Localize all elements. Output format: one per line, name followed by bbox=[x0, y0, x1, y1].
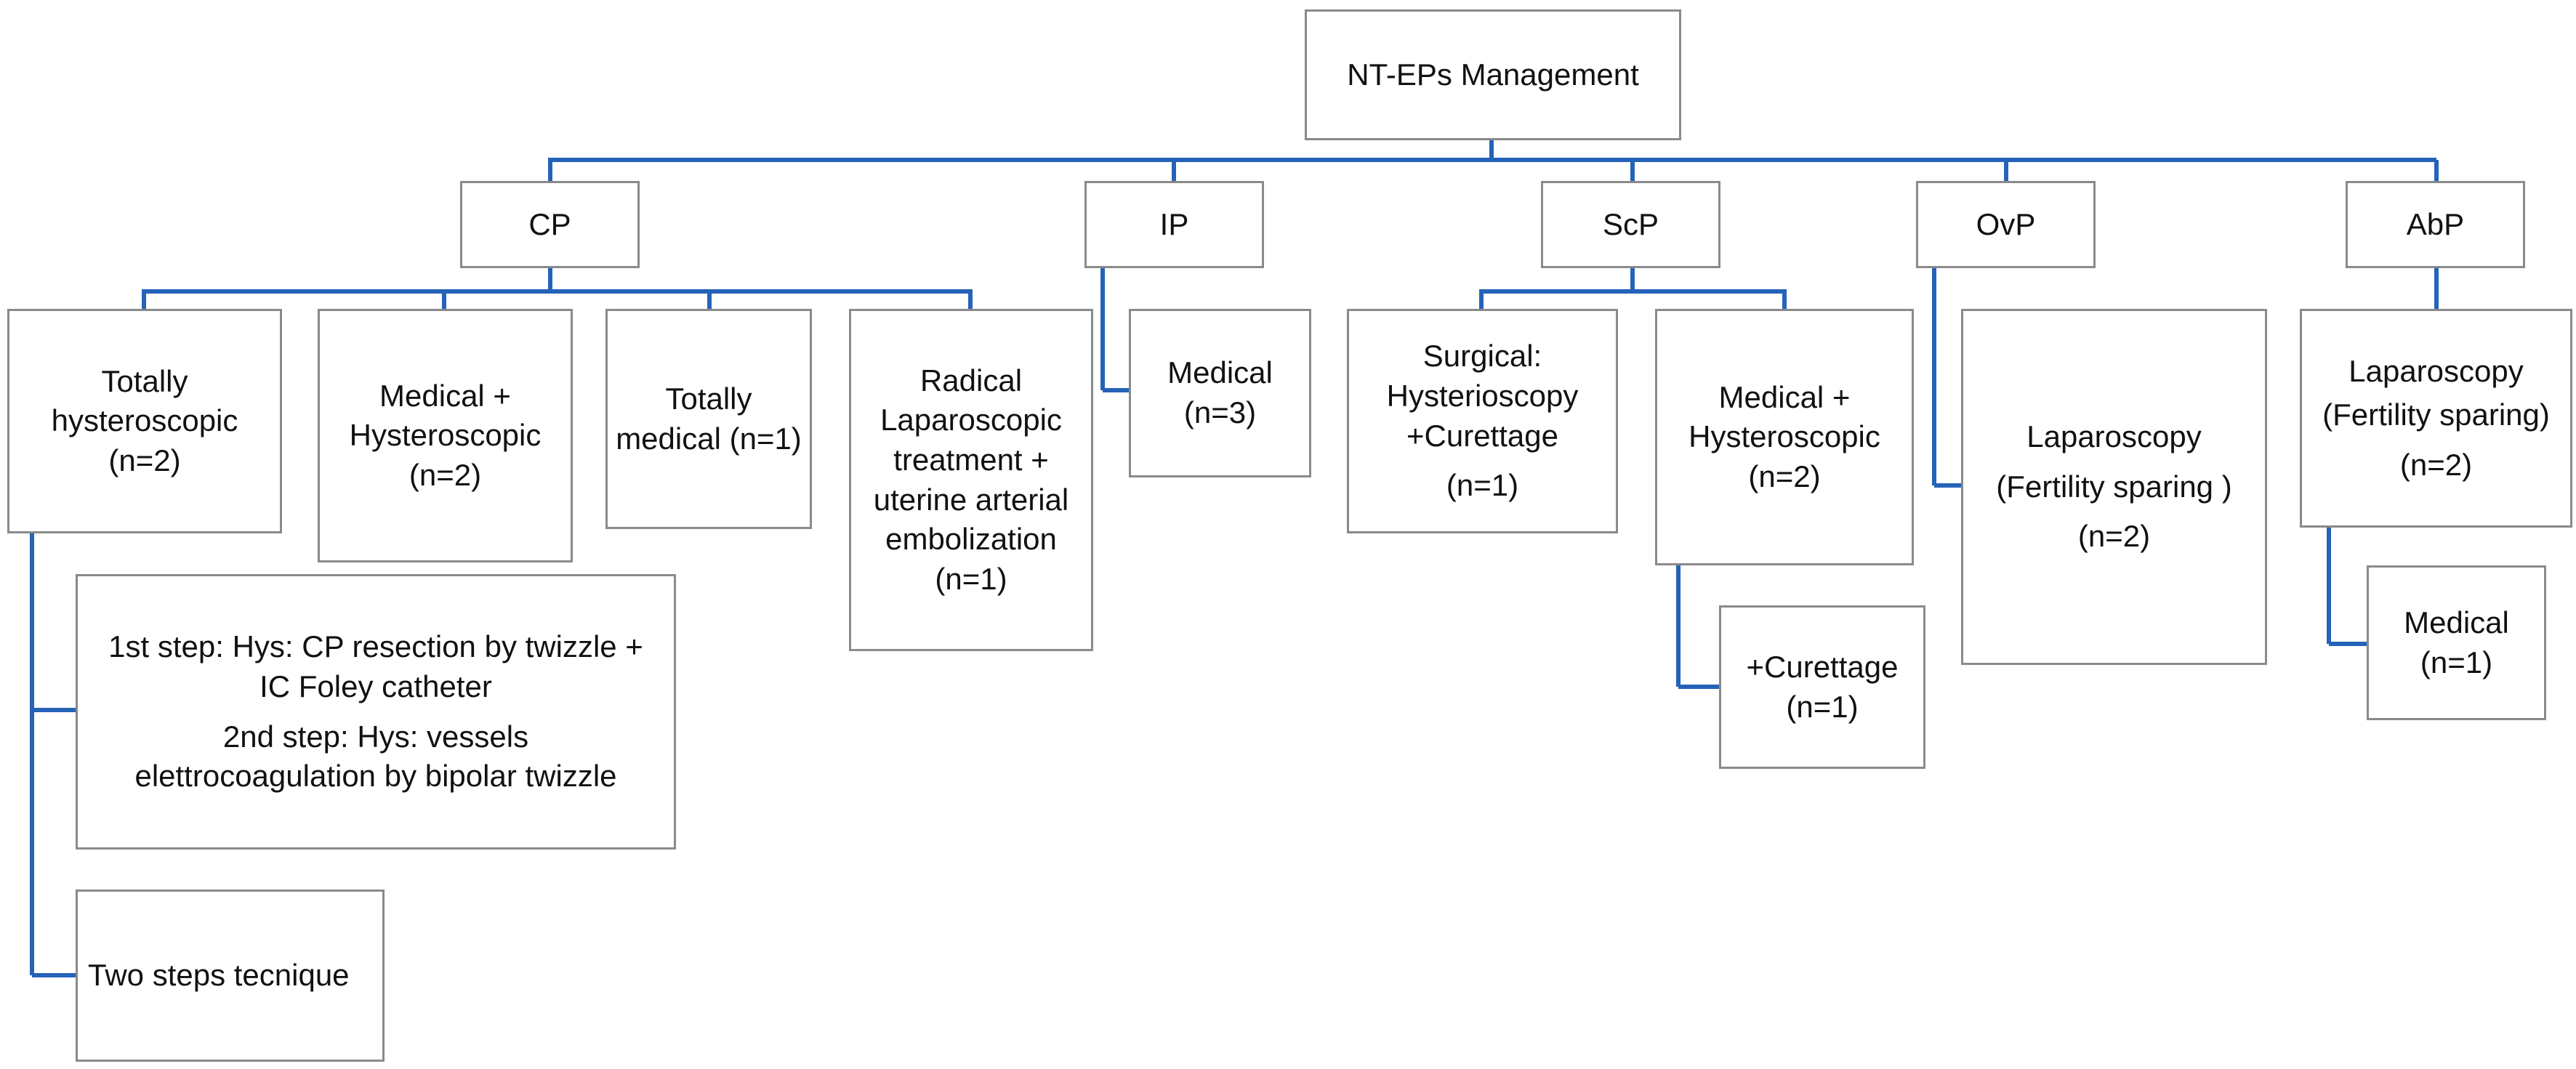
scp-surgical: Surgical: Hysterioscopy +Curettage (n=1) bbox=[1347, 309, 1618, 533]
treatment-line: treatment + bbox=[893, 442, 1049, 477]
treatment-line: hysteroscopic bbox=[51, 403, 238, 438]
step-line: Two steps tecnique bbox=[88, 958, 350, 993]
category-ovp-label: OvP bbox=[1976, 206, 2036, 241]
treatment-count: (n=1) bbox=[935, 561, 1007, 596]
cp-radical-laparoscopic: Radical Laparoscopic treatment + uterine… bbox=[849, 309, 1093, 651]
step-line: 1st step: Hys: CP resection by twizzle + bbox=[108, 629, 643, 664]
treatment-count: (n=2) bbox=[408, 457, 482, 492]
treatment-count: (n=2) bbox=[2077, 519, 2151, 554]
treatment-line: Laparoscopy bbox=[2348, 353, 2524, 388]
step-line: IC Foley catheter bbox=[259, 669, 492, 703]
ip-medical: Medical (n=3) bbox=[1129, 309, 1311, 477]
treatment-count: (n=1) bbox=[1786, 689, 1859, 724]
category-scp-label: ScP bbox=[1602, 206, 1659, 241]
treatment-line: uterine arterial bbox=[873, 482, 1069, 517]
cp-totally-hysteroscopic: Totally hysteroscopic (n=2) bbox=[7, 309, 282, 533]
category-abp-label: AbP bbox=[2406, 206, 2465, 241]
step-line: elettrocoagulation by bipolar twizzle bbox=[134, 759, 617, 794]
treatment-line: Medical bbox=[2404, 605, 2509, 640]
cp-totally-medical: Totally medical (n=1) bbox=[605, 309, 812, 529]
treatment-line: medical (n=1) bbox=[616, 421, 802, 456]
category-abp: AbP bbox=[2346, 181, 2525, 268]
treatment-line: (Fertility sparing) bbox=[2322, 398, 2550, 432]
treatment-line: +Curettage bbox=[1746, 649, 1899, 684]
treatment-count: (n=2) bbox=[2399, 447, 2473, 482]
step-line: 2nd step: Hys: vessels bbox=[222, 719, 529, 754]
treatment-line: Surgical: bbox=[1422, 339, 1542, 374]
treatment-line: (Fertility sparing ) bbox=[1996, 469, 2232, 504]
root-label: NT-EPs Management bbox=[1347, 57, 1639, 92]
treatment-line: Medical + bbox=[379, 378, 511, 413]
treatment-count: (n=2) bbox=[108, 443, 181, 477]
category-ip-label: IP bbox=[1159, 206, 1189, 241]
treatment-line: Totally bbox=[101, 363, 188, 398]
treatment-count: (n=3) bbox=[1183, 395, 1257, 429]
treatment-line: Medical bbox=[1167, 355, 1273, 390]
treatment-line: +Curettage bbox=[1406, 418, 1558, 453]
abp-medical: Medical (n=1) bbox=[2367, 565, 2546, 720]
cp-two-steps-technique: Two steps tecnique bbox=[76, 890, 385, 1062]
treatment-line: Medical + bbox=[1718, 379, 1851, 414]
treatment-line: embolization bbox=[885, 522, 1057, 557]
cp-steps-detail: 1st step: Hys: CP resection by twizzle +… bbox=[76, 574, 676, 850]
treatment-line: Laparoscopy bbox=[2026, 419, 2202, 454]
treatment-line: Hysteroscopic bbox=[1689, 419, 1880, 454]
category-ovp: OvP bbox=[1916, 181, 2096, 268]
category-scp: ScP bbox=[1541, 181, 1720, 268]
cp-medical-hysteroscopic: Medical + Hysteroscopic (n=2) bbox=[318, 309, 573, 562]
category-cp-label: CP bbox=[528, 206, 571, 241]
treatment-line: Hysteroscopic bbox=[349, 418, 542, 453]
ovp-laparoscopy: Laparoscopy (Fertility sparing ) (n=2) bbox=[1961, 309, 2267, 665]
treatment-line: Radical bbox=[919, 363, 1023, 398]
scp-medical-hysteroscopic: Medical + Hysteroscopic (n=2) bbox=[1655, 309, 1914, 565]
category-cp: CP bbox=[460, 181, 640, 268]
scp-curettage: +Curettage (n=1) bbox=[1719, 605, 1925, 769]
treatment-line: Laparoscopic bbox=[880, 403, 1062, 437]
treatment-count: (n=1) bbox=[2420, 645, 2493, 679]
abp-laparoscopy: Laparoscopy (Fertility sparing) (n=2) bbox=[2300, 309, 2572, 528]
root-node: NT-EPs Management bbox=[1305, 9, 1681, 140]
treatment-count: (n=1) bbox=[1446, 468, 1519, 503]
treatment-line: Totally bbox=[665, 381, 752, 416]
category-ip: IP bbox=[1084, 181, 1264, 268]
treatment-count: (n=2) bbox=[1748, 459, 1821, 493]
treatment-line: Hysterioscopy bbox=[1386, 378, 1579, 413]
